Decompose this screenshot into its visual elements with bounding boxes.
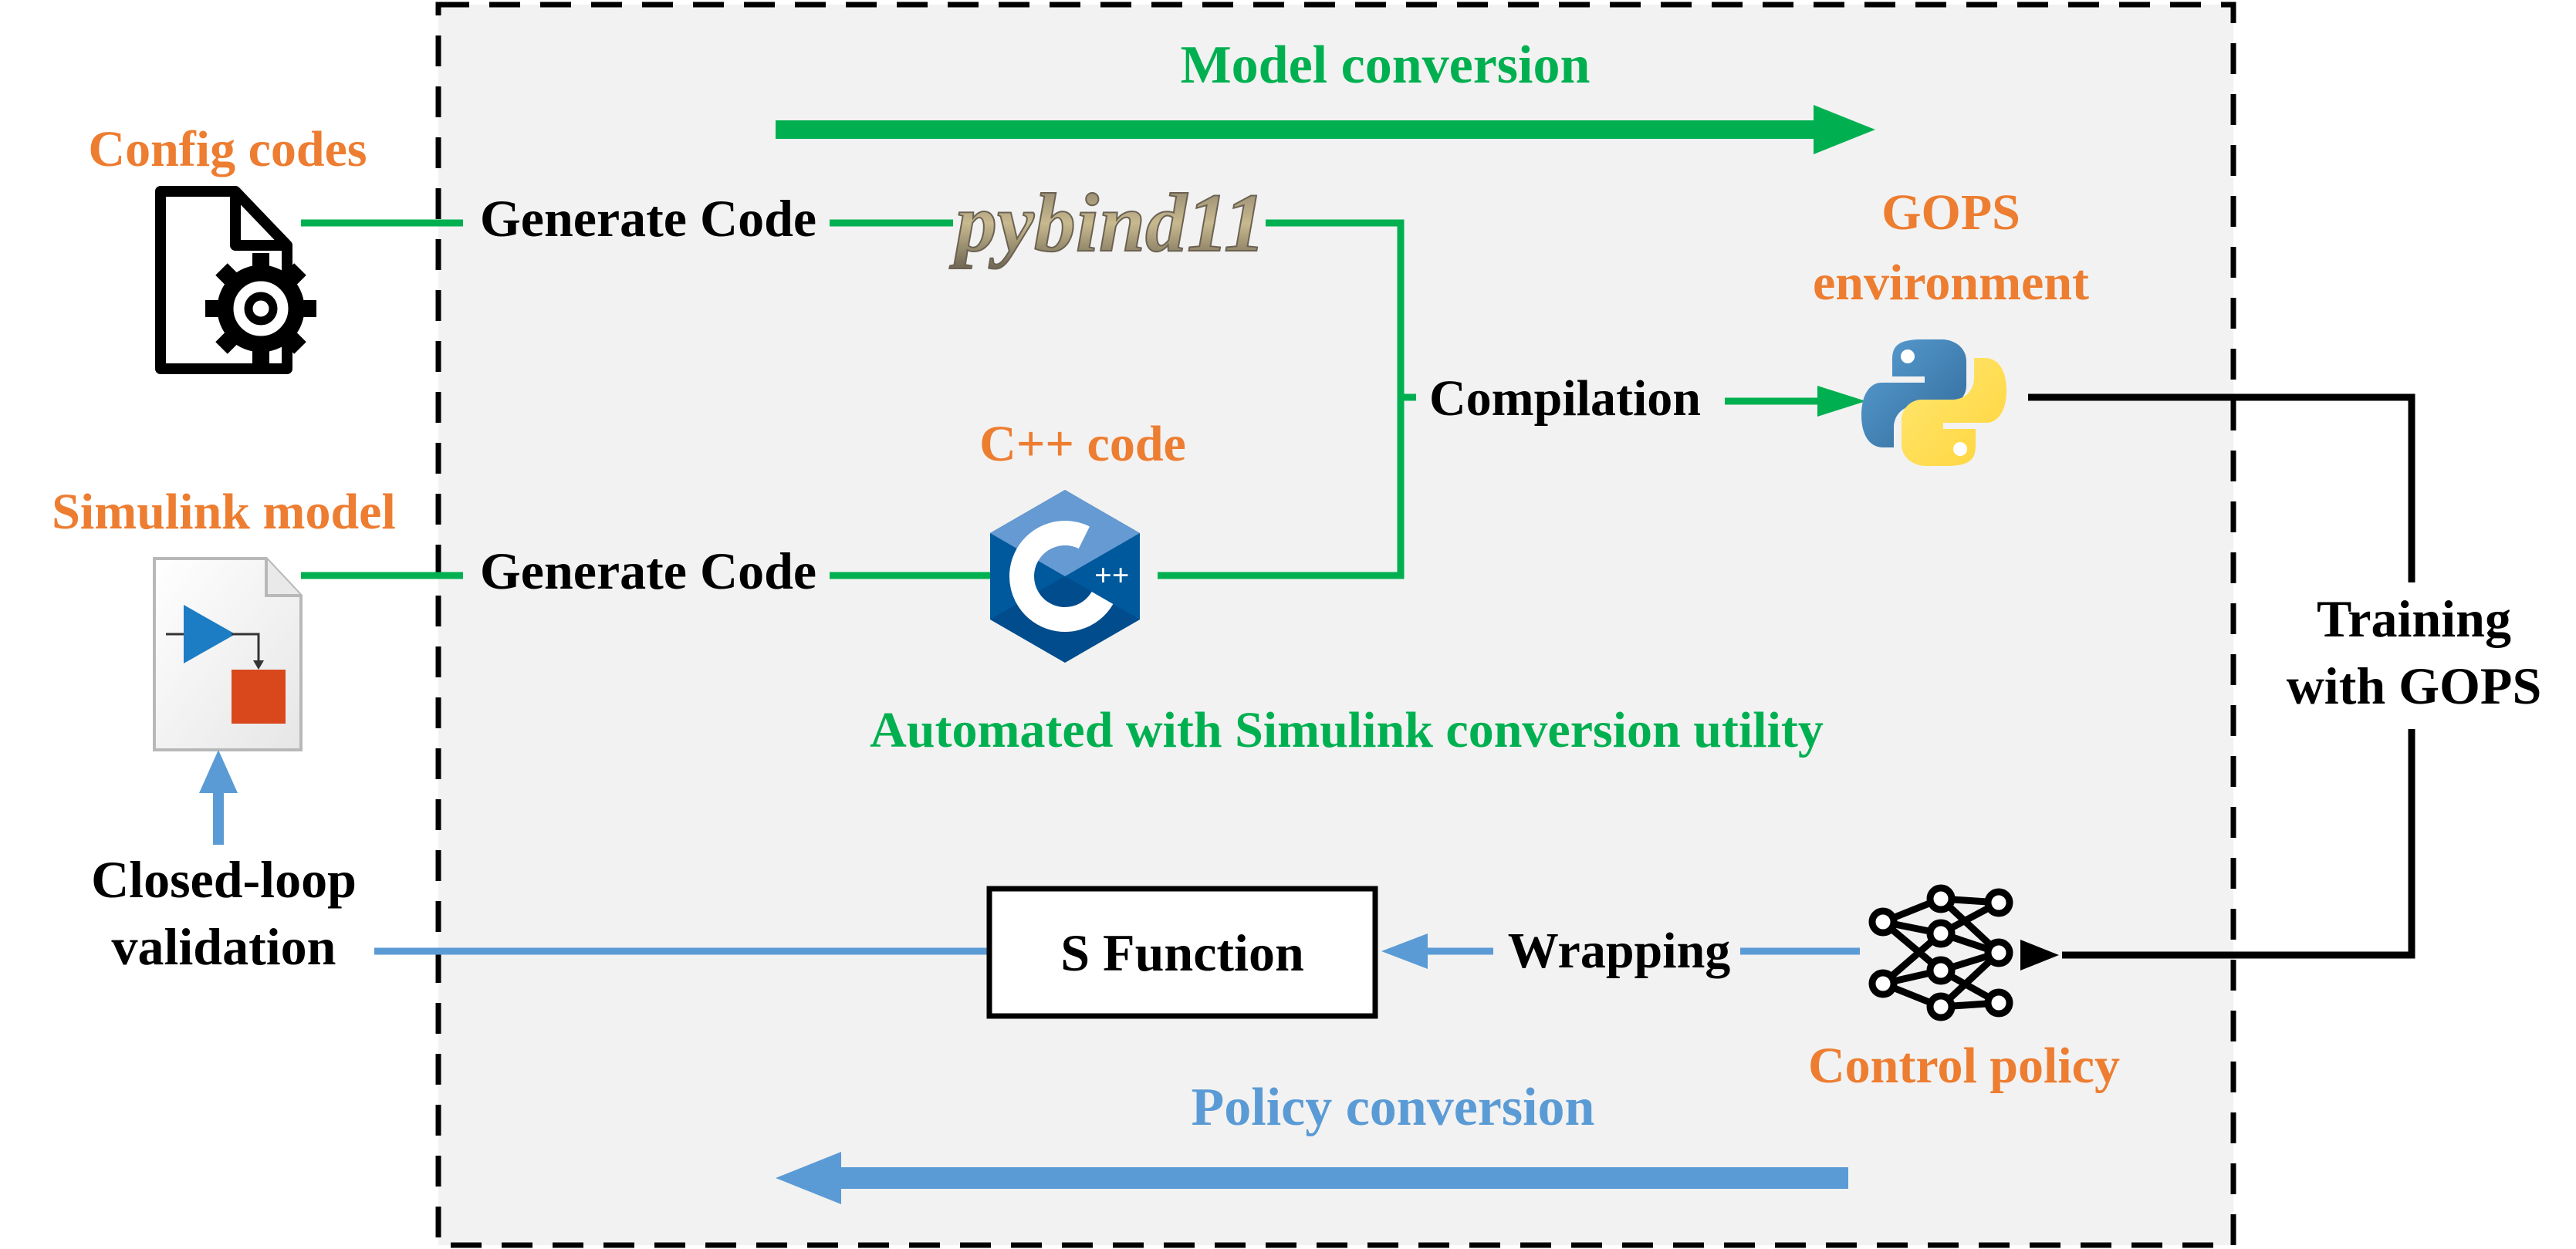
control-policy-label: Control policy bbox=[1808, 1038, 2120, 1094]
s-function-label: S Function bbox=[1060, 923, 1304, 982]
gops-label-line2: environment bbox=[1813, 255, 2089, 311]
closed-loop-label-line1: Closed-loop bbox=[91, 850, 357, 909]
neural-network-icon bbox=[1868, 884, 2013, 1021]
compilation-label: Compilation bbox=[1429, 370, 1701, 427]
validation-arrow bbox=[199, 750, 238, 845]
python-logo-icon bbox=[1861, 339, 2006, 466]
config-codes-label: Config codes bbox=[88, 121, 367, 177]
policy-flow bbox=[374, 933, 1860, 969]
cpp-logo-icon: ++ bbox=[990, 490, 1140, 663]
top-generate-flow bbox=[301, 219, 1416, 579]
closed-loop-label-line2: validation bbox=[112, 917, 336, 976]
model-conversion-label: Model conversion bbox=[1181, 35, 1591, 95]
simulink-model-file-icon bbox=[153, 557, 303, 751]
training-label-line2: with GOPS bbox=[2287, 657, 2542, 715]
training-label-line1: Training bbox=[2317, 589, 2511, 648]
generate-code-bottom-label: Generate Code bbox=[480, 542, 816, 600]
gops-label-line1: GOPS bbox=[1881, 184, 2020, 241]
conversion-panel bbox=[435, 2, 2236, 1248]
s-function-box bbox=[986, 886, 1378, 1019]
cpp-code-label: C++ code bbox=[979, 416, 1186, 472]
automated-label: Automated with Simulink conversion utili… bbox=[870, 702, 1824, 758]
svg-text:++: ++ bbox=[1094, 558, 1130, 592]
pybind11-logo: pybind11 bbox=[949, 177, 1266, 269]
simulink-model-label: Simulink model bbox=[52, 484, 396, 540]
config-file-gear-icon bbox=[155, 186, 316, 374]
model-conversion-arrow bbox=[776, 105, 1875, 154]
generate-code-top-label: Generate Code bbox=[480, 189, 816, 248]
wrapping-label: Wrapping bbox=[1508, 923, 1731, 979]
compilation-arrow bbox=[1725, 386, 1866, 417]
policy-conversion-arrow bbox=[776, 1152, 1848, 1204]
policy-conversion-label: Policy conversion bbox=[1192, 1078, 1595, 1137]
training-label-bg bbox=[2257, 582, 2566, 729]
